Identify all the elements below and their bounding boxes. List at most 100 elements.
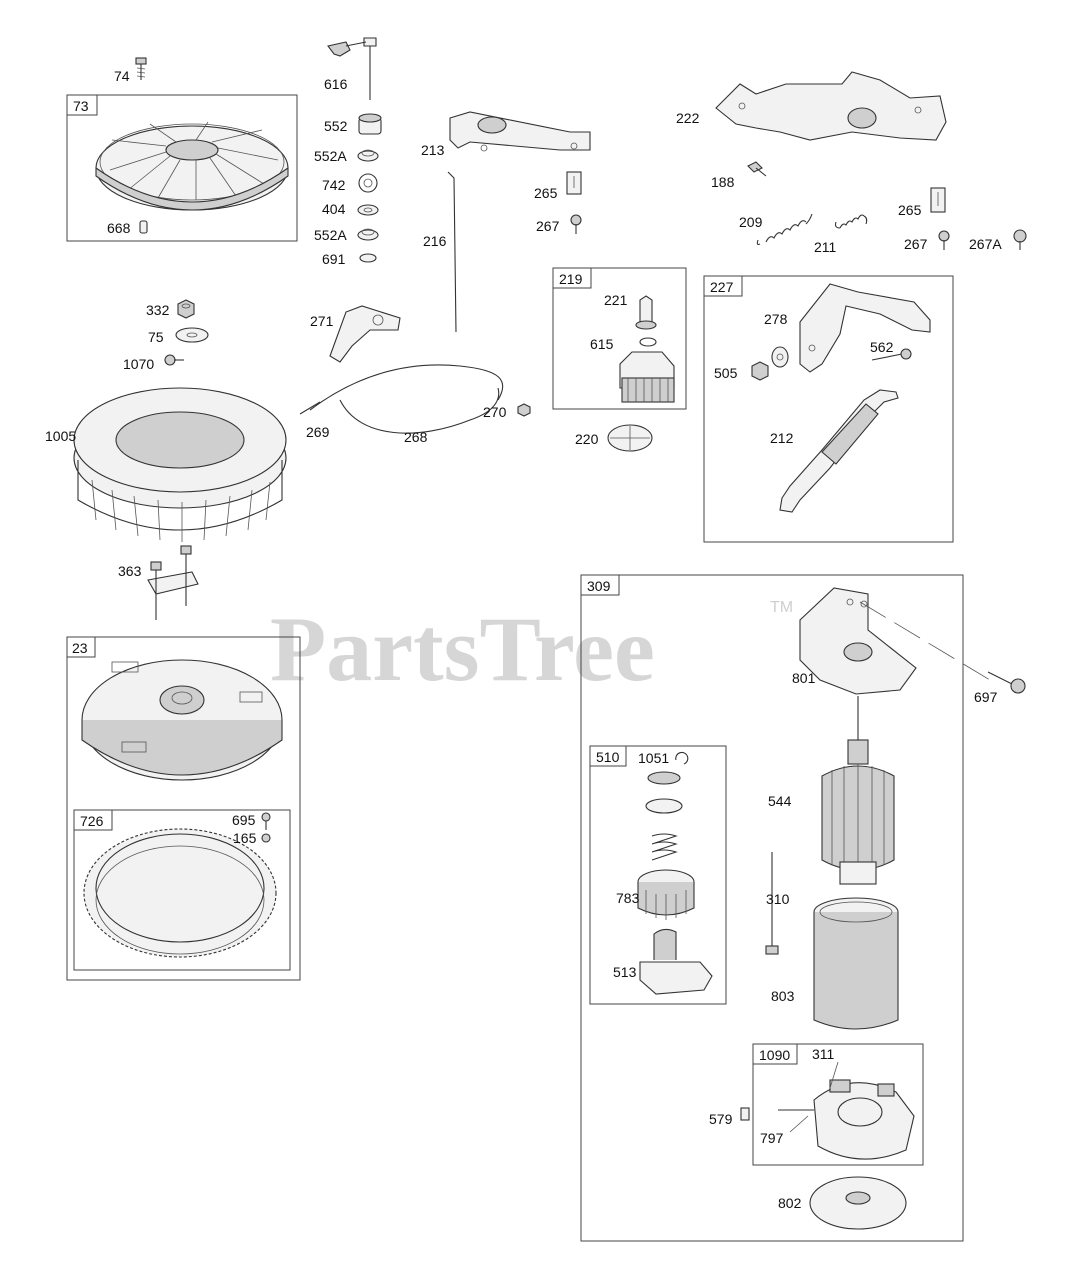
label-801: 801 bbox=[792, 670, 816, 686]
label-510: 510 bbox=[596, 749, 620, 765]
label-797: 797 bbox=[760, 1130, 784, 1146]
label-616: 616 bbox=[324, 76, 348, 92]
part-1005-fan bbox=[73, 387, 287, 542]
label-404: 404 bbox=[322, 201, 346, 217]
part-270-nut bbox=[517, 403, 531, 417]
label-188: 188 bbox=[711, 174, 735, 190]
label-278: 278 bbox=[764, 311, 788, 327]
part-1051-ring bbox=[675, 751, 689, 765]
label-562: 562 bbox=[870, 339, 894, 355]
label-265-1: 265 bbox=[534, 185, 558, 201]
part-1090-brush-holder bbox=[778, 1079, 915, 1160]
part-579-part bbox=[740, 1107, 750, 1121]
label-1051: 1051 bbox=[638, 750, 669, 766]
part-221-pin bbox=[635, 295, 657, 330]
label-552a-2: 552A bbox=[314, 227, 347, 243]
part-802-cap bbox=[809, 1176, 907, 1230]
part-510-spring bbox=[651, 833, 678, 861]
label-332: 332 bbox=[146, 302, 170, 318]
label-726: 726 bbox=[80, 813, 104, 829]
label-265-2: 265 bbox=[898, 202, 922, 218]
part-615-ring bbox=[639, 337, 657, 347]
label-222: 222 bbox=[676, 110, 700, 126]
part-23-flywheel bbox=[81, 659, 283, 781]
watermark-text: PartsTree bbox=[270, 598, 655, 700]
part-505-nut bbox=[751, 361, 769, 381]
part-73-screen bbox=[95, 121, 289, 211]
part-267-screw-1 bbox=[570, 214, 582, 234]
label-212: 212 bbox=[770, 430, 794, 446]
label-579: 579 bbox=[709, 1111, 733, 1127]
part-363-bracket bbox=[147, 545, 199, 620]
part-209-spring bbox=[756, 213, 813, 246]
label-783: 783 bbox=[616, 890, 640, 906]
part-310-bolt bbox=[765, 852, 779, 955]
label-268: 268 bbox=[404, 429, 428, 445]
label-552: 552 bbox=[324, 118, 348, 134]
label-742: 742 bbox=[322, 177, 346, 193]
label-209: 209 bbox=[739, 214, 763, 230]
label-213: 213 bbox=[421, 142, 445, 158]
label-697: 697 bbox=[974, 689, 998, 705]
part-513-pinion bbox=[639, 928, 713, 995]
part-552a-seal-2 bbox=[357, 228, 379, 241]
label-270: 270 bbox=[483, 404, 507, 420]
part-governor-gear bbox=[619, 351, 675, 403]
part-222-bracket bbox=[715, 71, 947, 141]
label-1090: 1090 bbox=[759, 1047, 790, 1063]
part-332-nut bbox=[177, 299, 195, 319]
group-box-510: 510 bbox=[589, 745, 727, 1005]
label-267-2: 267 bbox=[904, 236, 928, 252]
group-box-23: 23 bbox=[66, 636, 301, 981]
part-544-armature bbox=[821, 696, 895, 885]
part-668-pin bbox=[139, 220, 148, 234]
part-695-screw bbox=[261, 812, 271, 830]
part-267a-screw bbox=[1013, 229, 1027, 250]
part-510-cap bbox=[645, 771, 683, 814]
label-1005: 1005 bbox=[45, 428, 76, 444]
part-803-housing bbox=[813, 897, 899, 1030]
label-311: 311 bbox=[812, 1046, 835, 1062]
part-268-cable bbox=[299, 364, 504, 434]
leaders-1090 bbox=[789, 1061, 839, 1133]
label-271: 271 bbox=[310, 313, 334, 329]
label-220: 220 bbox=[575, 431, 599, 447]
label-802: 802 bbox=[778, 1195, 802, 1211]
label-363: 363 bbox=[118, 563, 142, 579]
label-552a-1: 552A bbox=[314, 148, 347, 164]
part-265-clip-2 bbox=[930, 187, 946, 213]
label-221: 221 bbox=[604, 292, 628, 308]
part-697-bolt bbox=[987, 671, 1026, 694]
label-309: 309 bbox=[587, 578, 611, 594]
part-404-washer bbox=[357, 204, 379, 216]
label-216: 216 bbox=[423, 233, 447, 249]
label-267-1: 267 bbox=[536, 218, 560, 234]
group-box-227: 227 bbox=[703, 275, 954, 543]
label-23: 23 bbox=[72, 640, 88, 656]
part-265-clip-1 bbox=[566, 171, 582, 195]
label-227: 227 bbox=[710, 279, 734, 295]
label-1070: 1070 bbox=[123, 356, 154, 372]
part-726-ring-gear bbox=[83, 828, 277, 958]
part-212-lever bbox=[779, 389, 899, 513]
part-220-washer bbox=[607, 424, 653, 452]
label-695: 695 bbox=[232, 812, 256, 828]
label-513: 513 bbox=[613, 964, 637, 980]
label-691: 691 bbox=[322, 251, 346, 267]
watermark: PartsTree TM bbox=[270, 598, 793, 700]
label-505: 505 bbox=[714, 365, 738, 381]
label-165: 165 bbox=[233, 830, 257, 846]
group-box-309: 309 bbox=[580, 574, 964, 1242]
part-801-bracket bbox=[799, 587, 917, 695]
part-552a-seal-1 bbox=[357, 149, 379, 162]
watermark-trademark: TM bbox=[770, 599, 793, 616]
part-75-washer bbox=[175, 327, 209, 343]
label-269: 269 bbox=[306, 424, 330, 440]
part-267-screw-2 bbox=[938, 230, 950, 250]
part-211-spring bbox=[834, 214, 868, 229]
part-552-bushing bbox=[358, 113, 382, 135]
part-227-bracket bbox=[799, 283, 931, 373]
group-box-1090: 1090 bbox=[752, 1043, 924, 1166]
group-box-219: 219 bbox=[552, 267, 687, 410]
